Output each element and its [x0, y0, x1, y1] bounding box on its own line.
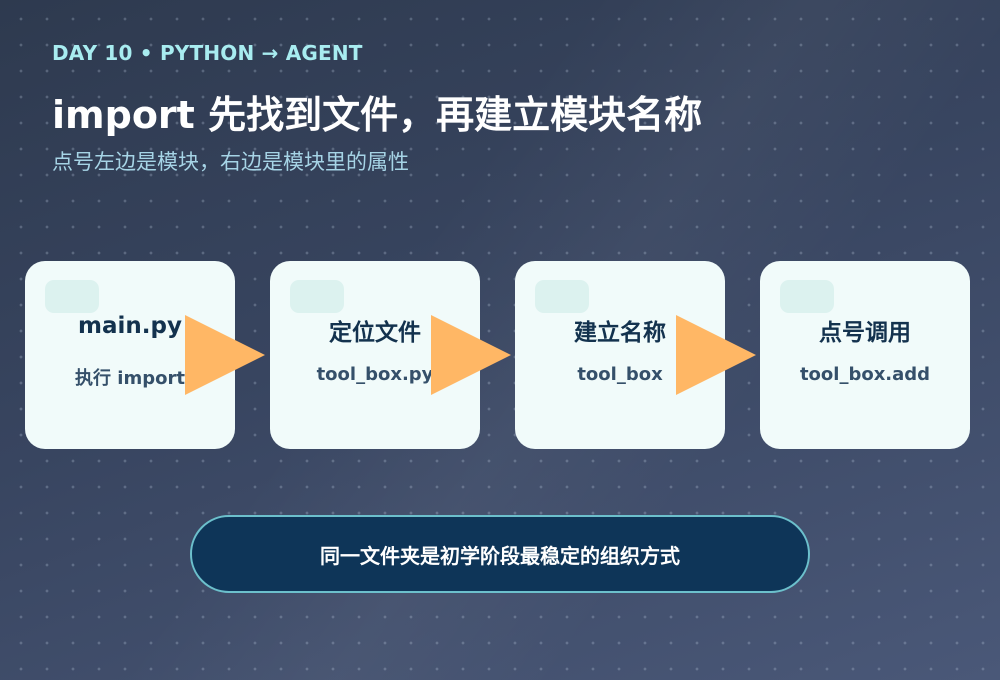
card-tab-decoration	[45, 280, 99, 313]
step-title: 点号调用	[819, 320, 911, 346]
step-subtitle: tool_box.add	[799, 364, 931, 385]
page-subtitle: 点号左边是模块，右边是模块里的属性	[52, 150, 409, 174]
arrow-right-icon	[676, 315, 756, 395]
arrow-right-icon	[431, 315, 511, 395]
card-tab-decoration	[290, 280, 344, 313]
step-subtitle: tool_box	[577, 364, 663, 385]
step-title: 定位文件	[329, 320, 421, 346]
summary-banner: 同一文件夹是初学阶段最稳定的组织方式	[190, 515, 810, 593]
card-tab-decoration	[780, 280, 834, 313]
step-title: main.py	[78, 313, 182, 339]
step-subtitle: tool_box.py	[316, 364, 434, 385]
step-card-dot-call: 点号调用 tool_box.add	[760, 261, 970, 449]
step-card-locate-file: 定位文件 tool_box.py	[270, 261, 480, 449]
banner-text: 同一文件夹是初学阶段最稳定的组织方式	[320, 543, 680, 568]
eyebrow-label: DAY 10 • PYTHON → AGENT	[52, 41, 363, 65]
card-tab-decoration	[535, 280, 589, 313]
page-title: import 先找到文件，再建立模块名称	[52, 93, 703, 137]
step-subtitle: 执行 import	[75, 368, 185, 389]
step-title: 建立名称	[574, 320, 666, 346]
arrow-right-icon	[185, 315, 265, 395]
